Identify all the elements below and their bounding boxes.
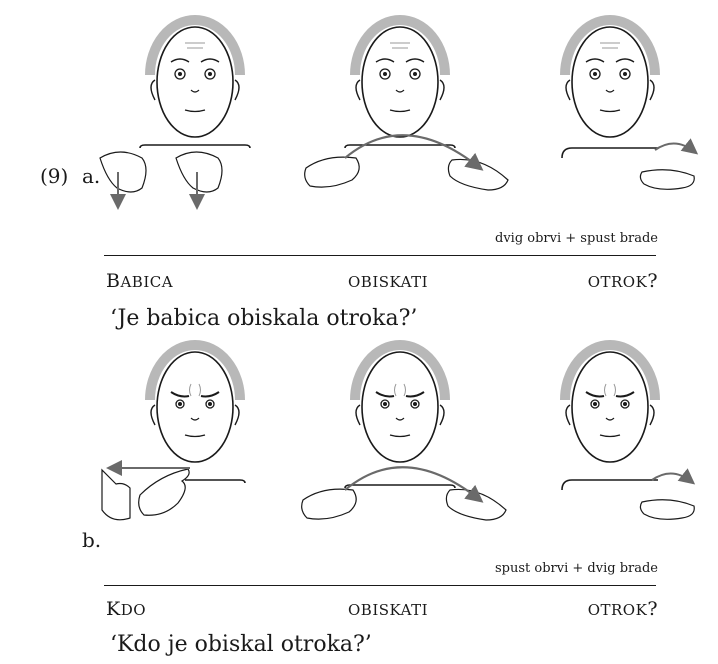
hand-otrok-a: [640, 143, 695, 189]
nonmanual-b: spust obrvi + dvig brade: [495, 561, 658, 576]
gloss-b-2: OBISKATI: [348, 598, 428, 620]
hands-obiskati-a: [305, 135, 508, 190]
signer-b1: [150, 345, 245, 483]
example-a-illustration: [0, 0, 718, 225]
signer-a3: [562, 20, 658, 158]
hands-obiskati-b: [302, 467, 506, 520]
gloss-b-3: OTROK?: [588, 598, 658, 620]
example-b-illustration: [0, 340, 718, 555]
gloss-rule-a: [104, 255, 656, 256]
gloss-a-2: OBISKATI: [348, 270, 428, 292]
hands-kdo: [102, 468, 190, 520]
gloss-a-1: BABICA: [106, 270, 173, 292]
signer-a2: [345, 20, 455, 148]
nonmanual-a: dvig obrvi + spust brade: [495, 231, 658, 246]
translation-a: ‘Je babica obiskala otroka?’: [110, 306, 417, 331]
signer-b3: [562, 345, 658, 490]
signer-a1: [140, 20, 250, 148]
gloss-b-1: KDO: [106, 598, 146, 620]
gloss-a-3: OTROK?: [588, 270, 658, 292]
translation-b: ‘Kdo je obiskal otroka?’: [110, 632, 372, 657]
hands-babica: [100, 152, 222, 206]
gloss-rule-b: [104, 585, 656, 586]
